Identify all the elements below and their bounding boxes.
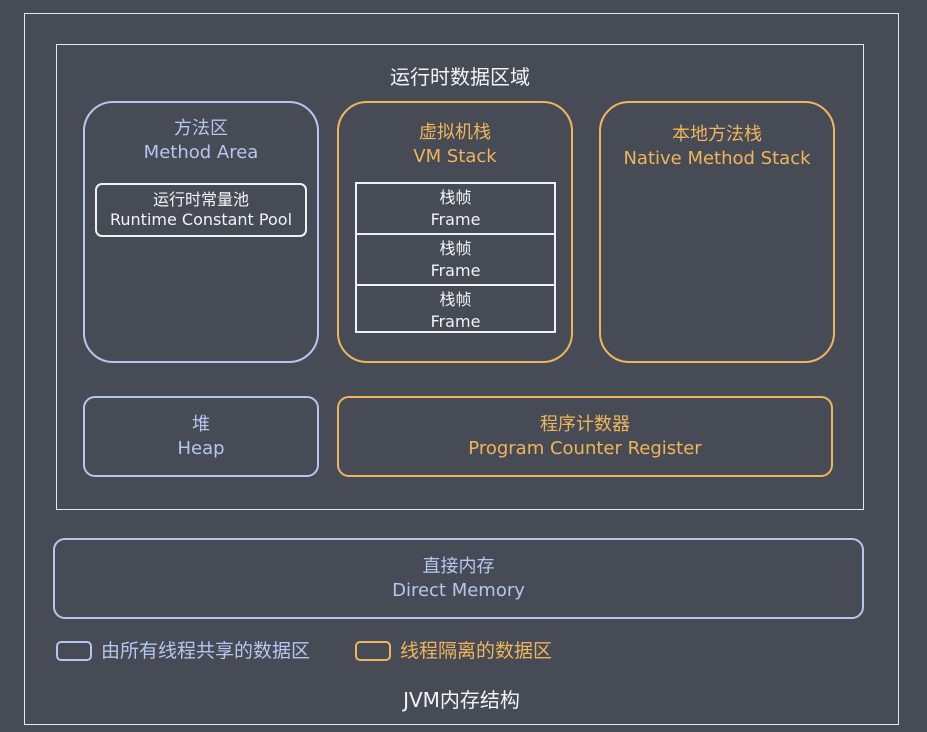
stack-frame-cn: 栈帧 (439, 187, 472, 207)
legend-shared-swatch (56, 641, 92, 661)
method-area-title-en: Method Area (143, 142, 259, 163)
method-area-title-cn: 方法区 (174, 118, 228, 139)
direct-memory-title-cn: 直接内存 (422, 555, 495, 577)
vm-stack-title-en: VM Stack (413, 146, 497, 167)
legend-shared-label: 由所有线程共享的数据区 (101, 640, 311, 662)
method-area-box: 方法区 Method Area (83, 101, 319, 363)
stack-frame-en: Frame (430, 209, 481, 229)
vm-stack-title-cn: 虚拟机栈 (419, 122, 491, 143)
stack-frames: 栈帧 Frame 栈帧 Frame 栈帧 Frame (355, 182, 556, 333)
stack-frame: 栈帧 Frame (357, 184, 554, 235)
constant-pool-title-cn: 运行时常量池 (152, 190, 249, 209)
program-counter-title-cn: 程序计数器 (540, 413, 630, 435)
stack-frame-en: Frame (430, 311, 481, 331)
program-counter-box: 程序计数器 Program Counter Register (337, 396, 833, 477)
direct-memory-title-en: Direct Memory (392, 579, 525, 601)
native-method-stack-box: 本地方法栈 Native Method Stack (599, 101, 835, 363)
heap-title-en: Heap (177, 437, 225, 459)
stack-frame-cn: 栈帧 (439, 289, 472, 309)
native-stack-title-cn: 本地方法栈 (672, 124, 762, 145)
heap-title-cn: 堆 (192, 413, 210, 435)
outer-frame (24, 13, 899, 725)
diagram-caption: JVM内存结构 (403, 688, 520, 712)
stack-frame: 栈帧 Frame (357, 235, 554, 286)
heap-box: 堆 Heap (83, 396, 319, 477)
stack-frame-cn: 栈帧 (439, 238, 472, 258)
direct-memory-box: 直接内存 Direct Memory (53, 538, 864, 619)
vm-stack-box: 虚拟机栈 VM Stack (337, 101, 573, 363)
constant-pool-title-en: Runtime Constant Pool (109, 210, 293, 229)
stack-frame-en: Frame (430, 260, 481, 280)
runtime-data-area-title: 运行时数据区域 (390, 65, 530, 89)
native-stack-title-en: Native Method Stack (623, 148, 811, 169)
legend-isolated-label: 线程隔离的数据区 (400, 640, 553, 662)
runtime-constant-pool-box: 运行时常量池 Runtime Constant Pool (95, 183, 307, 237)
stack-frame: 栈帧 Frame (357, 286, 554, 335)
runtime-data-area (56, 44, 864, 510)
legend-isolated-swatch (355, 641, 391, 661)
program-counter-title-en: Program Counter Register (468, 437, 702, 459)
